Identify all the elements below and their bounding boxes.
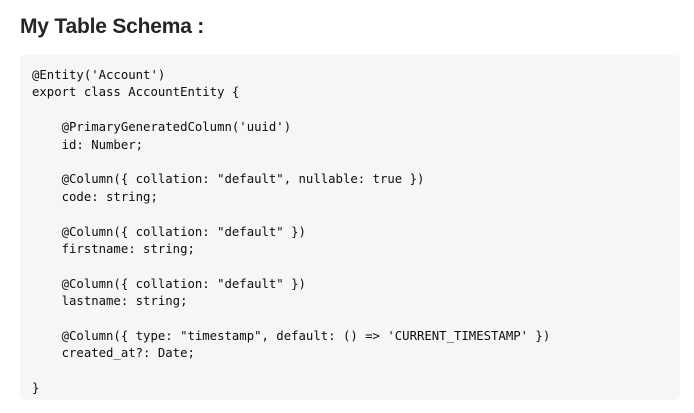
code-line: created_at?: Date; xyxy=(32,346,195,361)
code-line: } xyxy=(32,381,40,396)
code-line xyxy=(32,258,668,275)
code-line: code: string; xyxy=(32,189,158,204)
code-line: lastname: string; xyxy=(32,294,188,309)
code-line xyxy=(32,206,668,223)
code-line: @Column({ type: "timestamp", default: ()… xyxy=(32,328,551,343)
code-block: @Entity('Account') export class AccountE… xyxy=(20,55,680,400)
code-line: @Column({ collation: "default" }) xyxy=(32,276,306,291)
code-line: @Entity('Account') xyxy=(32,68,166,82)
code-line: id: Number; xyxy=(32,137,144,152)
code-line: @PrimaryGeneratedColumn('uuid') xyxy=(32,120,292,135)
code-lines: @Entity('Account') export class AccountE… xyxy=(32,67,668,397)
code-line: export class AccountEntity { xyxy=(32,85,240,100)
code-line: @Column({ collation: "default", nullable… xyxy=(32,172,425,187)
code-line: firstname: string; xyxy=(32,241,195,256)
code-line xyxy=(32,102,668,119)
page-heading: My Table Schema : xyxy=(20,15,205,38)
code-line xyxy=(32,310,668,327)
code-line xyxy=(32,154,668,171)
code-line xyxy=(32,363,668,380)
code-line: @Column({ collation: "default" }) xyxy=(32,224,306,239)
